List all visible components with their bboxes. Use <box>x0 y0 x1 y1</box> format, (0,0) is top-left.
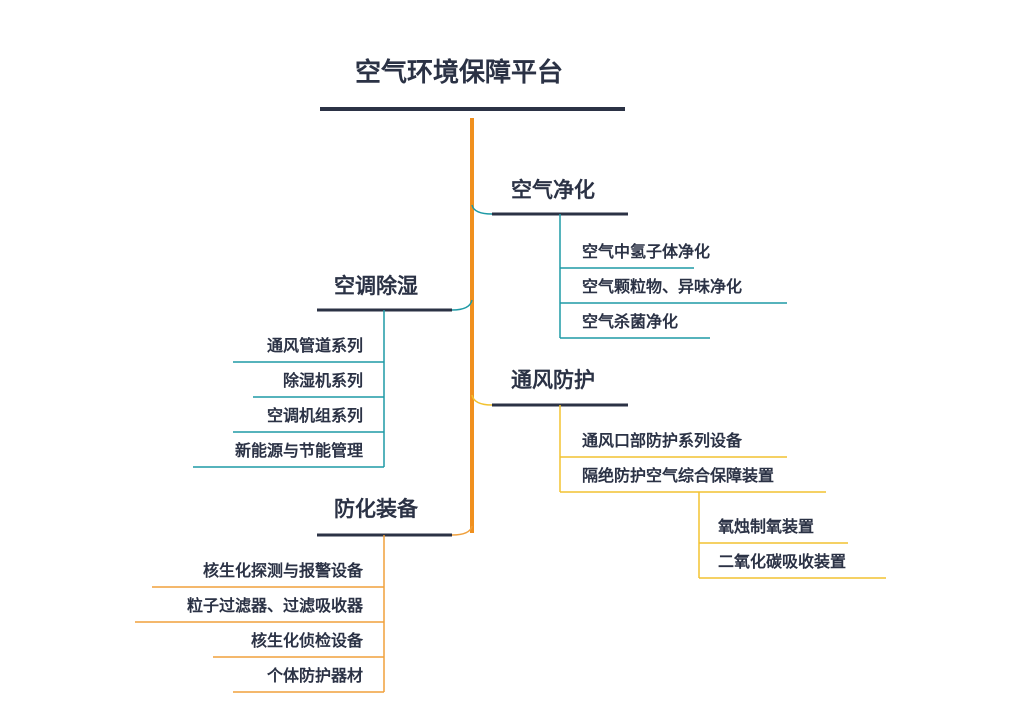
leaf-air-particle: 空气颗粒物、异味净化 <box>582 277 743 296</box>
leaf-chem-inspect: 核生化侦检设备 <box>250 631 363 650</box>
leaf-vent-oxygen: 氧烛制氧装置 <box>718 517 815 536</box>
branch-chem: 防化装备 <box>334 497 418 521</box>
leaf-chem-filter: 粒子过滤器、过滤吸收器 <box>186 596 363 615</box>
connector-vent <box>471 394 493 406</box>
leaf-chem-detect: 核生化探测与报警设备 <box>202 561 363 580</box>
leaf-ac-unit: 空调机组系列 <box>266 406 363 425</box>
branch-vent: 通风防护 <box>511 368 595 392</box>
leaf-ac-dehumidifier: 除湿机系列 <box>282 371 363 390</box>
root-title: 空气环境保障平台 <box>355 58 564 88</box>
connector-chem <box>451 525 473 536</box>
branch-air-purify: 空气净化 <box>511 178 595 202</box>
leaf-vent-isolate: 隔绝防护空气综合保障装置 <box>582 466 775 485</box>
branch-ac-dehumid: 空调除湿 <box>334 274 418 298</box>
leaf-air-sterilize: 空气杀菌净化 <box>582 312 679 331</box>
leaf-ac-energy: 新能源与节能管理 <box>234 441 363 460</box>
leaf-ac-duct: 通风管道系列 <box>266 336 363 355</box>
leaf-vent-co2: 二氧化碳吸收装置 <box>718 552 847 571</box>
leaf-vent-port: 通风口部防护系列设备 <box>582 431 743 450</box>
leaf-air-ion: 空气中氢子体净化 <box>582 242 711 261</box>
leaf-chem-ppe: 个体防护器材 <box>266 666 363 685</box>
connector-ac-dehumid <box>451 299 473 311</box>
connector-air-purify <box>471 204 493 215</box>
